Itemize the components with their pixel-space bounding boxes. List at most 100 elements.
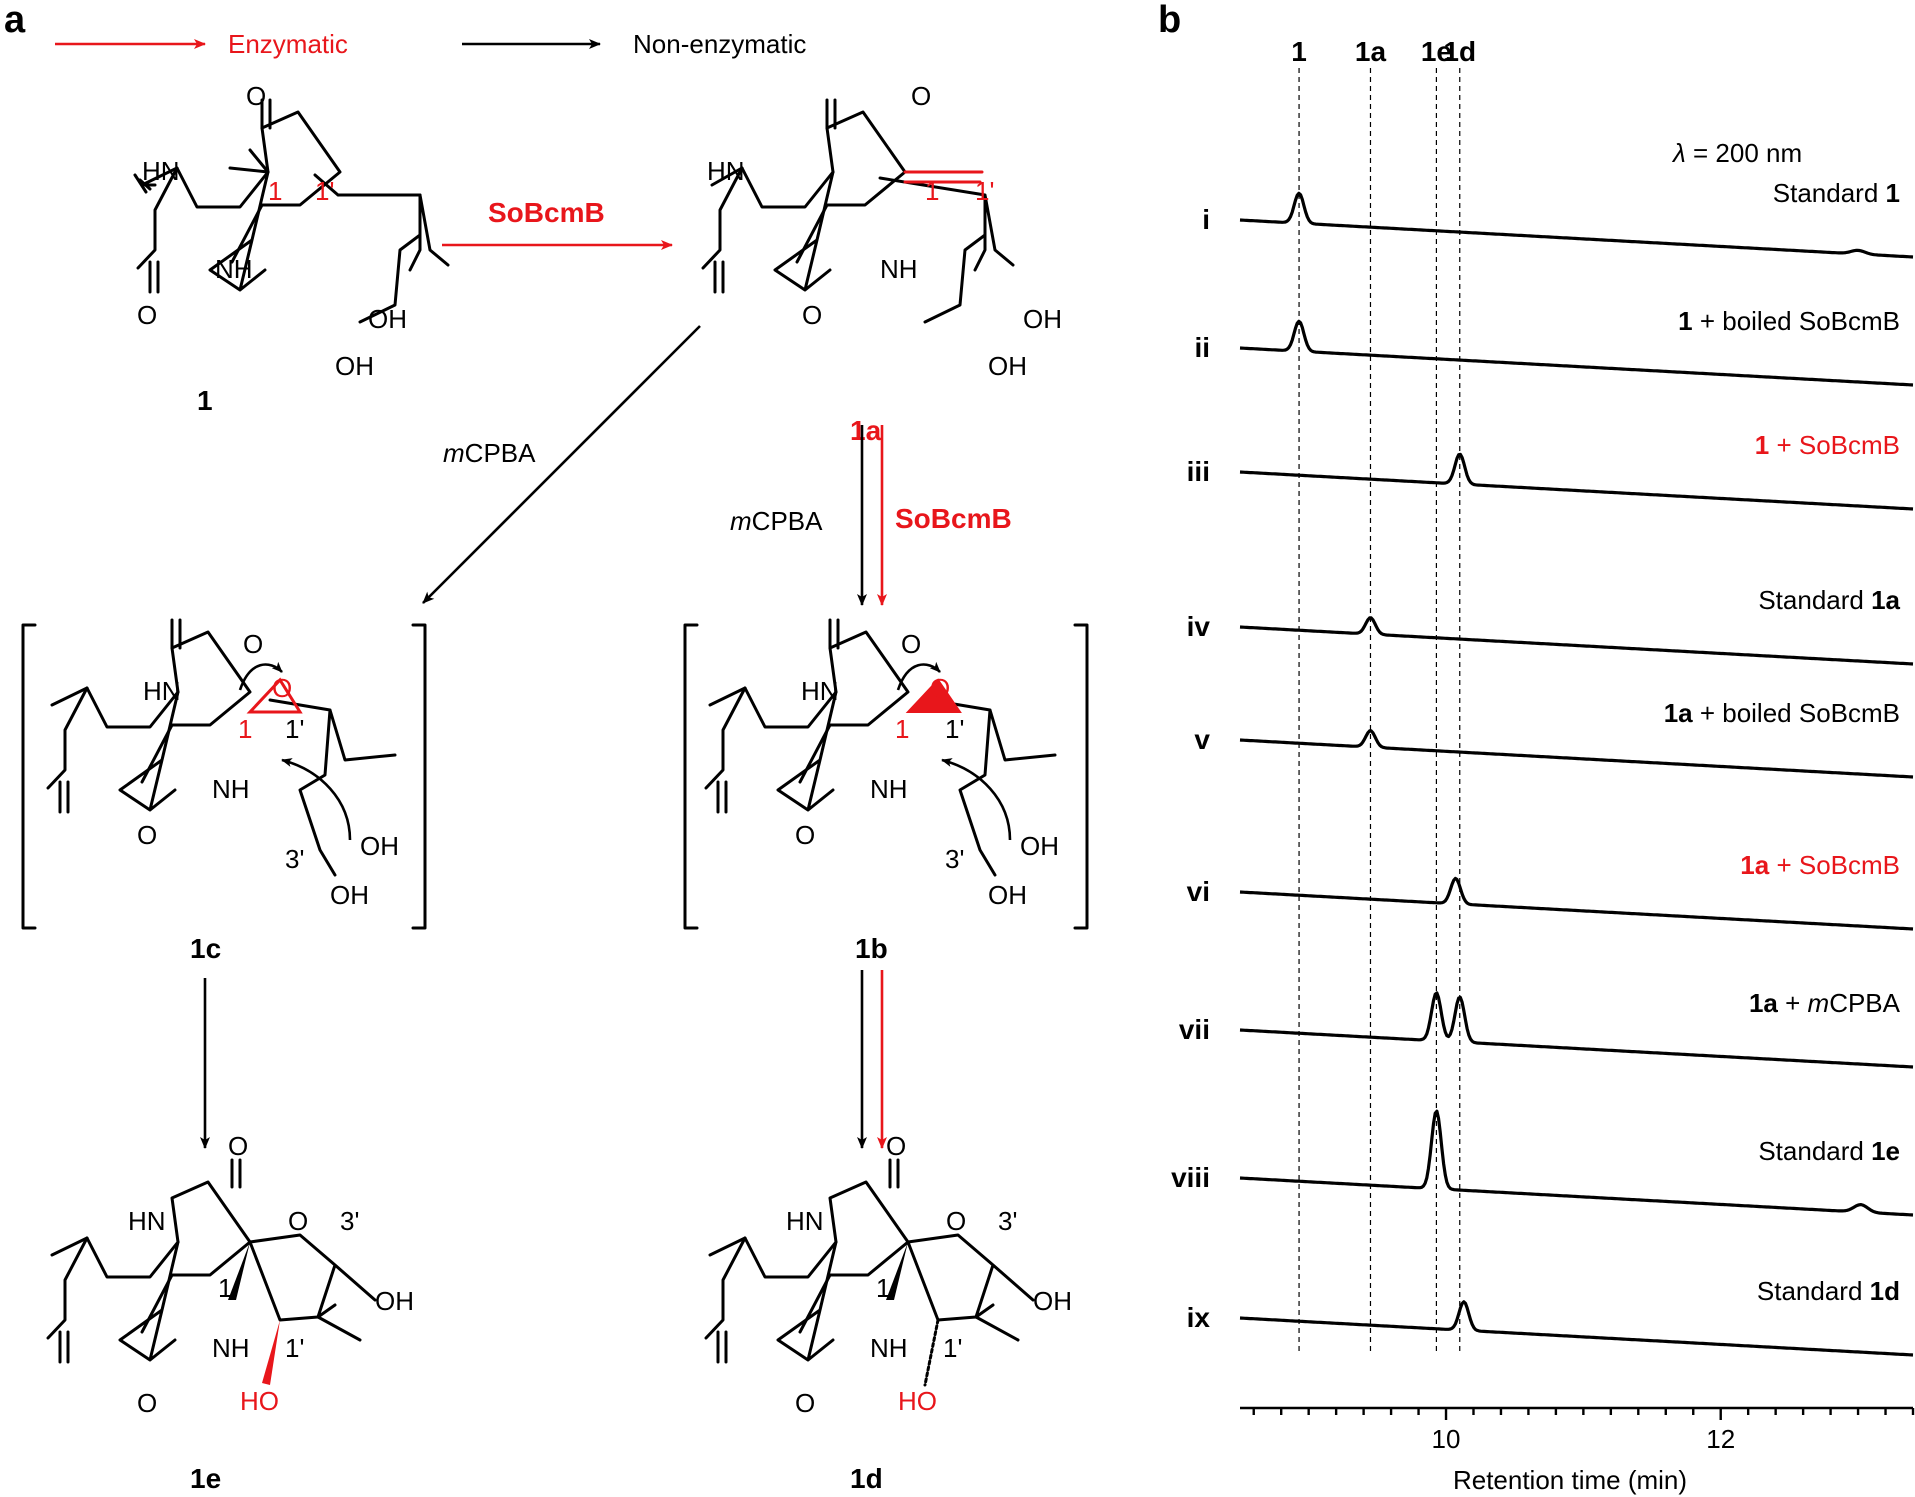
atom-pos3p: 3' (998, 1206, 1017, 1236)
atom-NH: NH (212, 774, 250, 804)
atom-O: O (137, 1388, 157, 1418)
chromatogram-trace (1239, 876, 1914, 931)
x-axis-label: Retention time (min) (1453, 1465, 1687, 1495)
atom-OH: OH (1033, 1286, 1072, 1316)
bracket-left (21, 623, 37, 930)
trace-sample-label-part: + SoBcmB (1769, 430, 1900, 460)
atom-pos3p: 3' (285, 844, 304, 874)
atom-pos1: 1 (925, 176, 939, 206)
trace-sample-label: Standard 1 (1773, 178, 1900, 208)
trace-sample-label-part: 1 (1678, 306, 1692, 336)
legend: Enzymatic Non-enzymatic (55, 29, 806, 59)
peak-label: 1a (1355, 36, 1387, 67)
atom-HN: HN (142, 156, 180, 186)
structure-1e: HN O O 3' OH NH O 1 1' HO 1e (46, 1131, 414, 1494)
trace-sample-label-part: + SoBcmB (1769, 850, 1900, 880)
atom-OH: OH (1020, 831, 1059, 861)
trace-sample-label-part: Standard (1773, 178, 1886, 208)
reagent-sobcmb-right: SoBcmB (895, 503, 1012, 534)
atom-HN: HN (143, 676, 181, 706)
trace-sample-label-part: 1a (1664, 698, 1693, 728)
bracket-right (1073, 623, 1089, 930)
atom-O: O (802, 300, 822, 330)
chromatogram-trace (1239, 1109, 1914, 1217)
trace-sample-label-part: 1 (1886, 178, 1900, 208)
atom-O: O (930, 673, 950, 703)
legend-non-enzymatic: Non-enzymatic (633, 29, 806, 59)
structure-1a: HN O NH O 1 1' OH OH 1a (701, 81, 1062, 446)
bracket-right (411, 623, 427, 930)
compound-label-1e: 1e (190, 1463, 221, 1494)
trace-sample-label-part: 1e (1871, 1136, 1900, 1166)
atom-pos1p: 1' (945, 714, 964, 744)
atom-O: O (886, 1131, 906, 1161)
atom-NH: NH (215, 254, 253, 284)
trace-roman-label: vii (1179, 1014, 1210, 1045)
atom-OH: OH (1023, 304, 1062, 334)
trace-roman-label: ii (1194, 332, 1210, 363)
trace-sample-label-part: Standard (1758, 1136, 1871, 1166)
legend-enzymatic: Enzymatic (228, 29, 348, 59)
trace-roman-label: viii (1171, 1162, 1210, 1193)
atom-pos1p: 1' (943, 1333, 962, 1363)
trace-sample-label-part: 1a (1871, 585, 1900, 615)
peak-label: 1 (1291, 36, 1307, 67)
chromatogram-trace (1239, 191, 1914, 259)
chromatogram-trace (1239, 991, 1914, 1069)
atom-HN: HN (801, 676, 839, 706)
atom-O: O (901, 629, 921, 659)
trace-sample-label-part: + (1778, 988, 1808, 1018)
atom-pos1p: 1' (315, 176, 334, 206)
atom-pos1: 1 (218, 1273, 232, 1303)
trace-sample-label-part: m (1808, 988, 1830, 1018)
structure-1b: HN O O NH O 1 1' OH 3' OH 1b (683, 618, 1089, 964)
trace-roman-label: vi (1187, 876, 1210, 907)
trace-roman-label: iii (1187, 456, 1210, 487)
trace-sample-label-part: Standard (1757, 1276, 1870, 1306)
atom-pos1: 1 (876, 1273, 890, 1303)
compound-label-1a: 1a (850, 415, 882, 446)
atom-pos1: 1 (895, 714, 909, 744)
chromatogram-trace (1239, 729, 1914, 779)
trace-sample-label: 1a + SoBcmB (1740, 850, 1900, 880)
atom-O: O (911, 81, 931, 111)
trace-roman-label: ix (1187, 1302, 1211, 1333)
chromatogram-trace (1239, 616, 1914, 666)
trace-sample-label-part: + boiled SoBcmB (1693, 306, 1900, 336)
trace-sample-label-part: 1a (1749, 988, 1778, 1018)
peak-label: 1d (1443, 36, 1476, 67)
structure-1: HN O NH O 1 1' OH OH 1 (133, 81, 450, 416)
peak-label: 1e (1421, 36, 1452, 67)
atom-pos1p: 1' (285, 1333, 304, 1363)
atom-O: O (272, 673, 292, 703)
atom-NH: NH (870, 774, 908, 804)
atom-O: O (288, 1206, 308, 1236)
trace-sample-label: Standard 1d (1757, 1276, 1900, 1306)
atom-O: O (137, 820, 157, 850)
compound-label-1d: 1d (850, 1463, 883, 1494)
atom-OH: OH (330, 880, 369, 910)
x-tick-label: 12 (1706, 1424, 1735, 1454)
atom-OH: OH (335, 351, 374, 381)
atom-pos3p: 3' (945, 844, 964, 874)
atom-HO: HO (240, 1386, 279, 1416)
atom-HN: HN (786, 1206, 824, 1236)
atom-O: O (243, 629, 263, 659)
reagent-sobcmb-top: SoBcmB (488, 197, 605, 228)
atom-pos1: 1 (238, 714, 252, 744)
atom-pos1p: 1' (975, 176, 994, 206)
atom-HN: HN (128, 1206, 166, 1236)
atom-OH: OH (375, 1286, 414, 1316)
wavelength-label: λ = 200 nm (1671, 138, 1802, 168)
panel-b-letter: b (1158, 0, 1181, 41)
mcpba-arrow-icon (422, 325, 701, 604)
trace-roman-label: iv (1187, 611, 1211, 642)
compound-label-1c: 1c (190, 933, 221, 964)
atom-NH: NH (870, 1333, 908, 1363)
atom-HO: HO (898, 1386, 937, 1416)
atom-OH: OH (368, 304, 407, 334)
trace-sample-label: Standard 1e (1758, 1136, 1900, 1166)
